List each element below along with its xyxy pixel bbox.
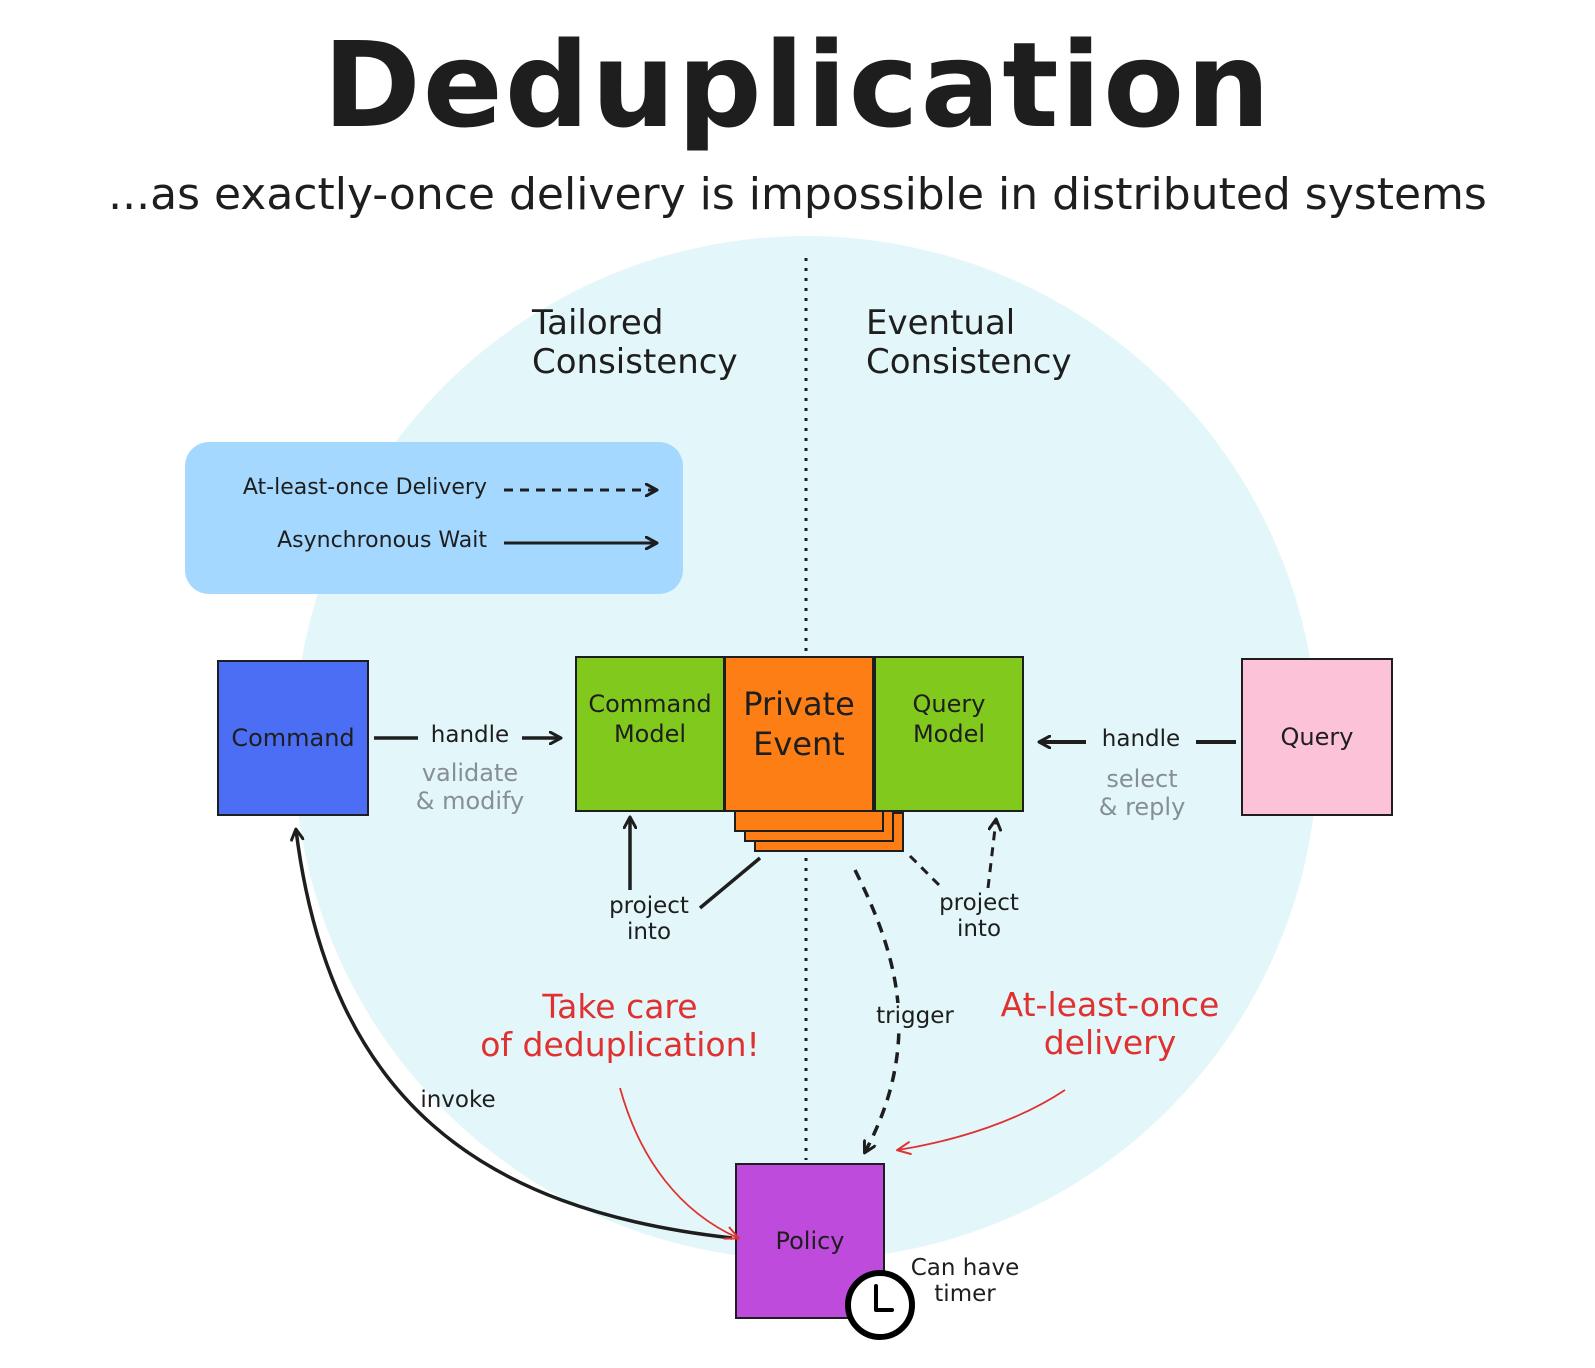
policy-label: Policy bbox=[775, 1227, 845, 1255]
invoke-label: invoke bbox=[420, 1087, 496, 1113]
legend-dashed-label: At-least-once Delivery bbox=[242, 475, 487, 500]
legend-solid-label: Asynchronous Wait bbox=[277, 528, 487, 553]
dedup-note: Take care of deduplication! bbox=[480, 987, 760, 1064]
query-model-label: Query Model bbox=[912, 690, 986, 748]
project-into-right-arrow bbox=[986, 820, 996, 889]
command-label: Command bbox=[231, 724, 355, 752]
private-event-label: Private Event bbox=[743, 685, 855, 763]
project-into-left-connector bbox=[698, 856, 762, 910]
private-event-box[interactable]: Private Event bbox=[724, 656, 874, 812]
trigger-arrow bbox=[853, 869, 901, 1152]
trigger-label: trigger bbox=[862, 1003, 968, 1030]
legend-panel bbox=[185, 442, 683, 594]
command-box[interactable]: Command bbox=[217, 660, 369, 816]
region-label-tailored: Tailored Consistency bbox=[532, 303, 738, 383]
validate-modify-label: validate & modify bbox=[415, 759, 525, 815]
project-into-right-label: project into bbox=[939, 890, 1019, 943]
query-box[interactable]: Query bbox=[1241, 658, 1393, 816]
command-model-box[interactable]: Command Model bbox=[575, 656, 725, 812]
region-label-eventual: Eventual Consistency bbox=[866, 303, 1072, 383]
clock-icon bbox=[845, 1270, 915, 1340]
handle-right-label: handle bbox=[1086, 726, 1196, 753]
handle-left-label: handle bbox=[418, 722, 522, 749]
page-title: Deduplication bbox=[322, 16, 1273, 154]
project-into-left-label: project into bbox=[609, 893, 689, 946]
page-subtitle: ...as exactly-once delivery is impossibl… bbox=[108, 169, 1487, 220]
command-model-label: Command Model bbox=[588, 690, 712, 748]
query-label: Query bbox=[1280, 723, 1354, 751]
invoke-arrow bbox=[296, 830, 733, 1240]
query-model-box[interactable]: Query Model bbox=[874, 656, 1024, 812]
at-least-once-note: At-least-once delivery bbox=[1000, 985, 1220, 1062]
can-have-timer-label: Can have timer bbox=[910, 1255, 1020, 1308]
project-into-right-connector bbox=[908, 854, 944, 890]
at-least-once-note-arrow bbox=[896, 1089, 1066, 1156]
select-reply-label: select & reply bbox=[1098, 765, 1186, 821]
dedup-note-arrow bbox=[619, 1087, 740, 1240]
